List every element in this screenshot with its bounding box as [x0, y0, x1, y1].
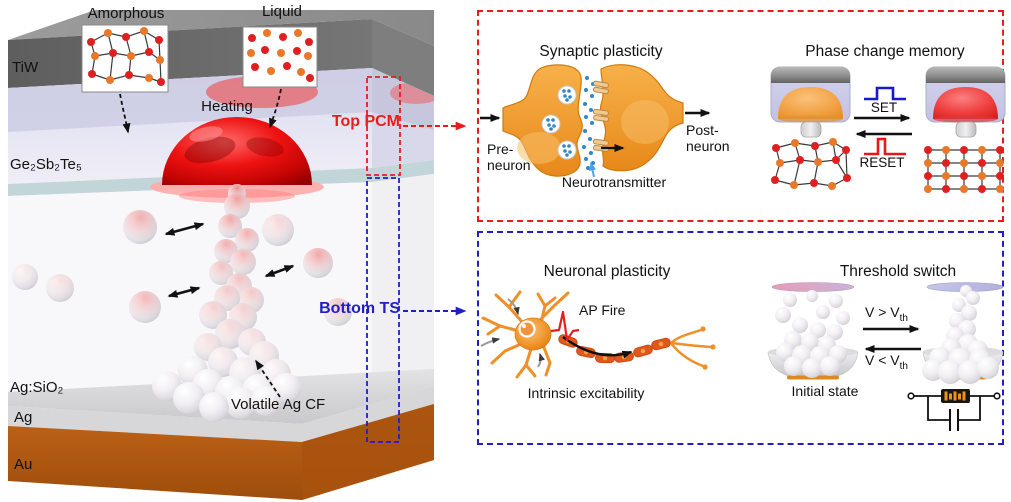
reset-label: RESET — [859, 155, 905, 170]
volatile-cf-arrow — [255, 359, 281, 398]
set-label: SET — [870, 100, 898, 115]
dendrites — [481, 290, 570, 379]
vesicles — [541, 85, 577, 160]
synapse-illustration — [480, 64, 711, 178]
tiw-top-face — [8, 10, 434, 46]
liquid-label: Liquid — [261, 3, 303, 20]
bottom-ts-outline — [366, 177, 400, 443]
ap-spike — [550, 310, 580, 342]
heating-label: Heating — [201, 98, 253, 115]
device-3d-illustration — [8, 10, 467, 500]
ts-connected-spheres — [922, 285, 999, 384]
liquid-pointer-arrow — [269, 88, 282, 129]
pre-neuron-label: Pre- neuron — [487, 141, 531, 173]
ag-layer-label: Ag — [14, 409, 33, 426]
agsio2-layer-label: Ag:SiO₂ — [10, 379, 64, 396]
set-pulse — [864, 86, 906, 101]
axon-segments — [558, 334, 671, 364]
tiw-layer-label: TiW — [12, 59, 39, 76]
intrinsic-excitability-label: Intrinsic excitability — [527, 385, 645, 401]
liquid-inset — [242, 26, 318, 88]
reset-pulse — [864, 137, 906, 156]
neuronal-plasticity-title: Neuronal plasticity — [543, 263, 671, 280]
v-greater-vth-label: V > Vth — [865, 304, 908, 324]
au-layer-label: Au — [14, 456, 33, 473]
ag-motion-arrows — [164, 222, 295, 298]
ap-fire-label: AP Fire — [579, 302, 626, 318]
neurotransmitter-label: Neurotransmitter — [561, 174, 667, 190]
threshold-switch-title: Threshold switch — [839, 263, 957, 280]
ag-filament-spheres — [12, 184, 352, 422]
equivalent-circuit — [907, 392, 1001, 431]
gst-layer-label: Ge₂Sb₂Te₅ — [10, 156, 82, 173]
tiw-side-face — [372, 19, 434, 96]
v-less-vth-label: V < Vth — [865, 352, 908, 372]
stimulus-arrows — [480, 298, 545, 368]
volatile-cf-label: Volatile Ag CF — [231, 396, 326, 413]
signal-arrow — [562, 336, 633, 359]
bottom-ts-label: Bottom TS — [319, 300, 400, 317]
pcm-cell-crystalline — [925, 66, 1006, 138]
post-neuron-label: Post- neuron — [686, 122, 730, 154]
neurotransmitter-pointer — [589, 161, 596, 178]
ag-layer — [8, 386, 434, 442]
top-pcm-outline — [366, 76, 401, 176]
pcm-cell-amorphous — [770, 66, 851, 138]
amorphous-inset — [81, 24, 169, 93]
axon-terminals — [670, 328, 712, 368]
top-pcm-label: Top PCM — [331, 113, 400, 130]
memristor-symbol — [941, 389, 970, 403]
neuron-illustration — [480, 290, 716, 379]
ts-initial-spheres — [775, 290, 850, 378]
synaptic-plasticity-title: Synaptic plasticity — [539, 43, 663, 60]
nucleus — [518, 320, 536, 338]
receptors — [592, 80, 610, 152]
amorphous-pointer-arrow — [119, 93, 131, 134]
initial-state-label: Initial state — [791, 383, 859, 399]
phase-change-memory-title: Phase change memory — [805, 43, 965, 60]
crystal-lattice — [924, 146, 1004, 193]
amorphous-label: Amorphous — [87, 5, 165, 22]
pcm-illustration — [770, 66, 1006, 193]
amorphous-lattice — [771, 138, 851, 190]
threshold-switch-illustration — [767, 282, 1004, 431]
